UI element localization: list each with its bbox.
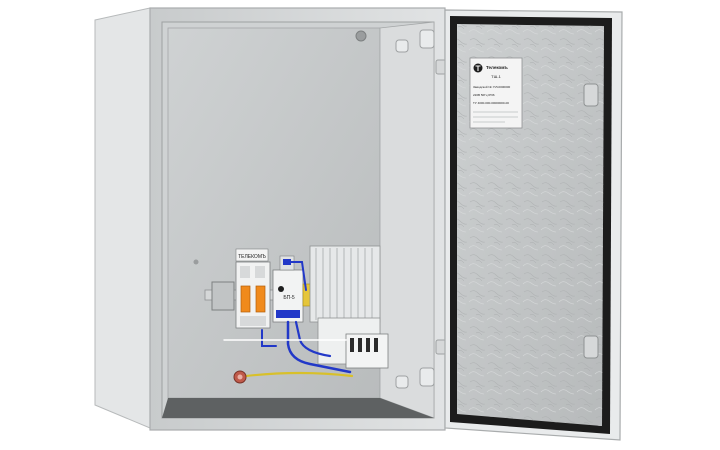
psu-label-text: БП-5: [283, 295, 295, 301]
door-nameplate: Телекомъ ТШ-1 Заводской №: ПЛ-0000000 22…: [469, 57, 523, 129]
nameplate-line2: 220В 50Гц IP66: [473, 93, 495, 97]
module-top-label: [235, 248, 269, 262]
psu-logo-icon: [278, 286, 284, 292]
din-rail-assembly: ТЕЛЕКОМЪ БП-5: [204, 248, 326, 329]
ground-bolt: [233, 370, 247, 384]
wiring: [223, 261, 354, 378]
heater: [309, 245, 389, 369]
breaker-toggle-1: [240, 285, 251, 313]
nameplate-model: ТШ-1: [491, 74, 501, 79]
nameplate-line3: ТУ 4000-000-00000000-00: [473, 101, 509, 105]
breaker-toggle-2: [255, 285, 266, 313]
module-top-label-text: ТЕЛЕКОМЪ: [238, 254, 266, 260]
nameplate-brand: Телекомъ: [486, 65, 509, 70]
nameplate-line1: Заводской №: ПЛ-0000000: [473, 85, 510, 89]
enclosure-body: [94, 7, 447, 431]
